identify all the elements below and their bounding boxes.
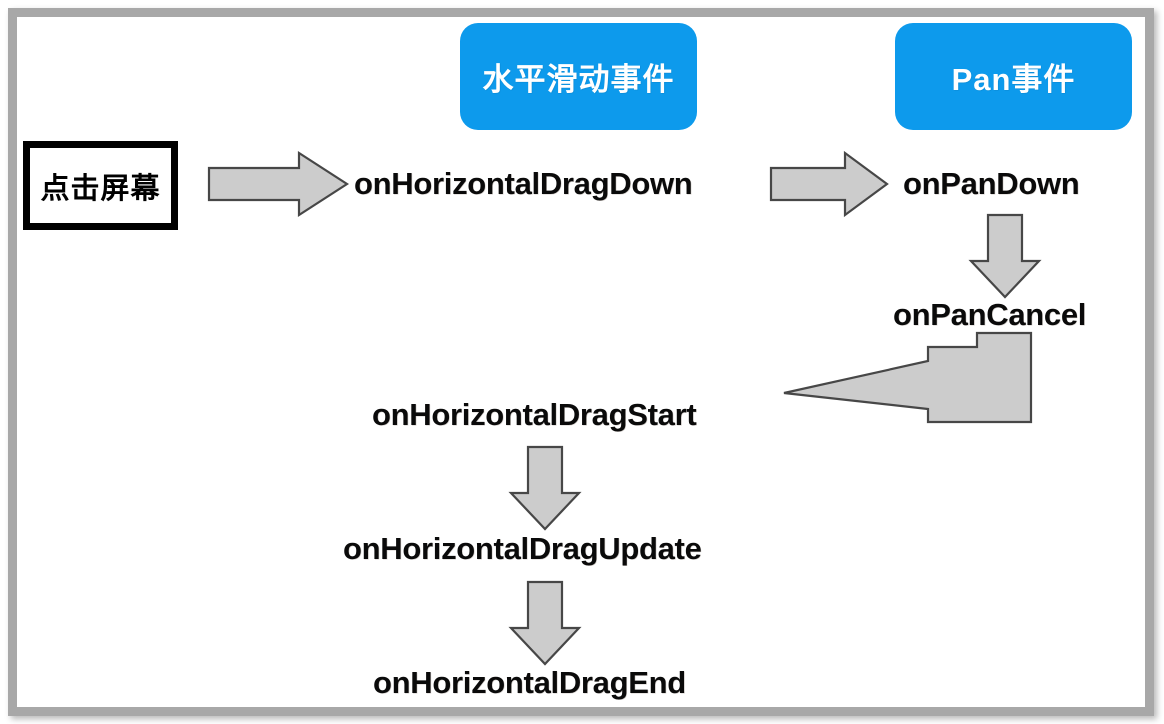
start-box-label: 点击屏幕 bbox=[40, 172, 161, 205]
arrow-pan-cancel-to-drag-start bbox=[783, 331, 1033, 424]
badge-horizontal-drag-event: 水平滑动事件 bbox=[460, 23, 697, 130]
node-on-pan-cancel: onPanCancel bbox=[893, 297, 1087, 332]
arrow-start-to-drag-down bbox=[207, 150, 350, 218]
badge-horizontal-drag-event-label: 水平滑动事件 bbox=[482, 62, 675, 97]
arrow-drag-start-to-drag-update bbox=[508, 445, 582, 531]
diagram-inner-surface: 水平滑动事件 Pan事件 点击屏幕 onHorizontalDragDown o… bbox=[17, 17, 1145, 707]
node-on-horizontal-drag-end: onHorizontalDragEnd bbox=[373, 665, 686, 700]
node-on-horizontal-drag-update: onHorizontalDragUpdate bbox=[343, 531, 702, 566]
node-on-horizontal-drag-start: onHorizontalDragStart bbox=[372, 397, 697, 432]
badge-pan-event: Pan事件 bbox=[895, 23, 1132, 130]
arrow-pan-down-to-pan-cancel bbox=[968, 213, 1042, 299]
start-box-tap-screen: 点击屏幕 bbox=[23, 141, 178, 230]
node-on-horizontal-drag-down: onHorizontalDragDown bbox=[354, 166, 693, 201]
arrow-drag-down-to-pan-down bbox=[769, 150, 889, 218]
node-on-pan-down: onPanDown bbox=[903, 166, 1080, 201]
arrow-drag-update-to-drag-end bbox=[508, 580, 582, 666]
badge-pan-event-label: Pan事件 bbox=[951, 62, 1076, 97]
